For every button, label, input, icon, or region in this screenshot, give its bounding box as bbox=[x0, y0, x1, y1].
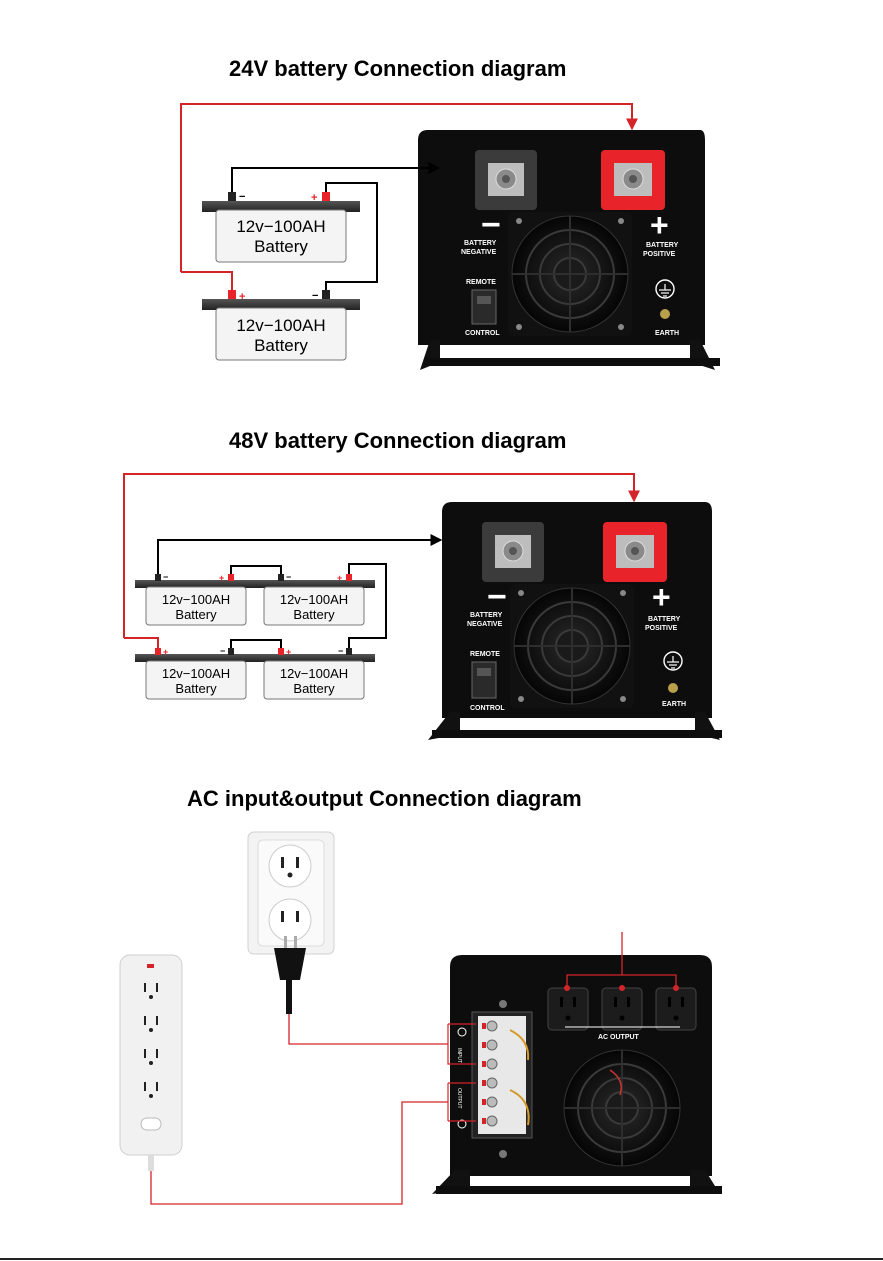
svg-text:12v−100AH: 12v−100AH bbox=[280, 666, 348, 681]
battery-24v-bottom: + − 12v−100AH Battery bbox=[202, 290, 360, 361]
svg-text:−: − bbox=[338, 646, 343, 656]
svg-text:EARTH: EARTH bbox=[662, 701, 686, 708]
ac-output-label: AC OUTPUT bbox=[598, 1034, 640, 1041]
pos-label-1: BATTERY bbox=[646, 242, 679, 249]
svg-text:REMOTE: REMOTE bbox=[470, 651, 500, 658]
diagram-24v: − + BATTERY NEGATIVE BATTERY POSITIVE bbox=[180, 103, 720, 370]
battery-48v-1: − + 12v−100AH Battery bbox=[135, 572, 257, 626]
remote-port bbox=[471, 289, 497, 325]
power-plug bbox=[274, 936, 306, 1014]
inverter-ac: AC OUTPUT INPU bbox=[432, 955, 722, 1194]
fan-48v bbox=[510, 584, 634, 708]
svg-text:−: − bbox=[312, 290, 318, 302]
neg-label-2: NEGATIVE bbox=[461, 249, 497, 256]
battery-48v-3: + − 12v−100AH Battery bbox=[135, 646, 257, 700]
series-link-wire bbox=[325, 182, 378, 290]
svg-text:−: − bbox=[220, 646, 225, 656]
output-side-label: OUTPUT bbox=[456, 1088, 462, 1109]
power-switch bbox=[140, 1117, 162, 1131]
svg-text:12v−100AH: 12v−100AH bbox=[280, 592, 348, 607]
power-strip bbox=[119, 954, 183, 1171]
svg-text:−: − bbox=[487, 578, 507, 616]
input-label: INPUT bbox=[456, 1048, 462, 1063]
svg-text:CONTROL: CONTROL bbox=[470, 705, 505, 712]
earth-screw bbox=[660, 309, 670, 319]
svg-text:Battery: Battery bbox=[175, 681, 217, 696]
svg-text:+: + bbox=[219, 573, 224, 583]
ac-output-sockets bbox=[547, 987, 697, 1031]
page-bottom-rule bbox=[0, 1258, 883, 1260]
inverter-24v: − + BATTERY NEGATIVE BATTERY POSITIVE bbox=[418, 130, 720, 370]
pos-label-2: POSITIVE bbox=[643, 251, 676, 258]
earth-icon bbox=[655, 279, 675, 299]
battery-label: 12v−100AH bbox=[236, 316, 325, 335]
output-wire bbox=[150, 1101, 448, 1205]
svg-text:+: + bbox=[652, 579, 671, 615]
positive-wire bbox=[180, 103, 638, 272]
svg-text:+: + bbox=[163, 647, 168, 657]
remote-label: REMOTE bbox=[466, 279, 496, 286]
inverter-base bbox=[424, 358, 720, 366]
svg-text:BATTERY: BATTERY bbox=[648, 616, 681, 623]
svg-text:−: − bbox=[163, 572, 168, 582]
battery-24v-top: − + 12v−100AH Battery bbox=[202, 191, 360, 263]
svg-text:Battery: Battery bbox=[175, 607, 217, 622]
diagram-48v: − + BATTERY NEGATIVE BATTERY POSITIVE RE… bbox=[123, 473, 722, 740]
earth-label: EARTH bbox=[655, 330, 679, 337]
svg-text:Battery: Battery bbox=[293, 681, 335, 696]
title-48v: 48V battery Connection diagram bbox=[229, 428, 567, 453]
fan-24v bbox=[508, 212, 632, 336]
battery-48v-4: + − 12v−100AH Battery bbox=[253, 646, 375, 700]
svg-text:POSITIVE: POSITIVE bbox=[645, 625, 678, 632]
fan-ac bbox=[563, 1049, 681, 1167]
battery-label: Battery bbox=[254, 336, 308, 355]
battery-48v-2: − + 12v−100AH Battery bbox=[253, 572, 375, 626]
diagram-ac: AC OUTPUT INPU bbox=[119, 831, 722, 1205]
svg-text:BATTERY: BATTERY bbox=[470, 612, 503, 619]
svg-text:NEGATIVE: NEGATIVE bbox=[467, 621, 503, 628]
svg-text:+: + bbox=[239, 291, 245, 303]
svg-text:+: + bbox=[286, 647, 291, 657]
ground-icon bbox=[457, 1119, 467, 1129]
title-ac: AC input&output Connection diagram bbox=[187, 786, 582, 811]
battery-label: 12v−100AH bbox=[236, 217, 325, 236]
wall-outlet bbox=[247, 831, 335, 955]
neg-label-1: BATTERY bbox=[464, 240, 497, 247]
battery-label: Battery bbox=[254, 237, 308, 256]
svg-text:12v−100AH: 12v−100AH bbox=[162, 666, 230, 681]
input-wire bbox=[288, 1014, 448, 1045]
svg-text:−: − bbox=[286, 572, 291, 582]
svg-text:+: + bbox=[337, 573, 342, 583]
control-label: CONTROL bbox=[465, 330, 500, 337]
ground-icon bbox=[457, 1027, 467, 1037]
neg-sign: − bbox=[481, 206, 501, 244]
negative-wire bbox=[231, 162, 441, 192]
earth-icon bbox=[663, 651, 683, 671]
title-24v: 24V battery Connection diagram bbox=[229, 56, 567, 81]
svg-text:Battery: Battery bbox=[293, 607, 335, 622]
terminal-block bbox=[471, 1000, 533, 1158]
pos-sign: + bbox=[650, 207, 669, 243]
svg-text:+: + bbox=[311, 192, 317, 204]
svg-text:12v−100AH: 12v−100AH bbox=[162, 592, 230, 607]
svg-text:−: − bbox=[239, 191, 245, 203]
inverter-48v: − + BATTERY NEGATIVE BATTERY POSITIVE RE… bbox=[428, 502, 722, 740]
